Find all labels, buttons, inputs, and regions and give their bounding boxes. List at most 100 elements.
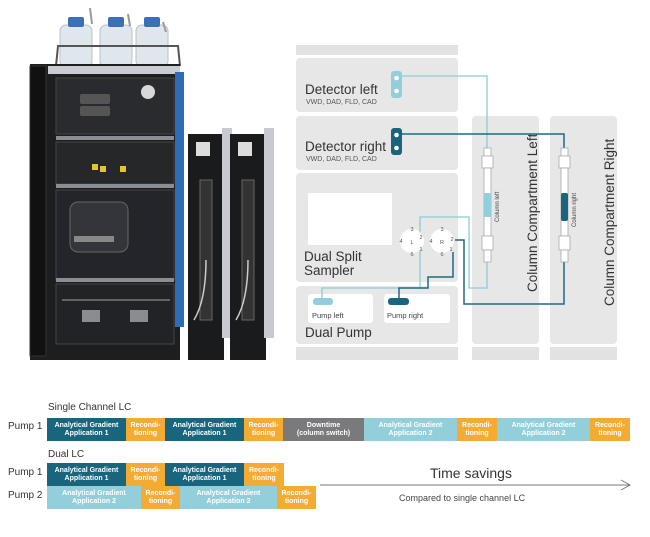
valve-left-port-2: 2 [419, 235, 422, 241]
segment-label-line: Recondi- [248, 421, 279, 429]
time-savings-arrow-icon [320, 479, 632, 491]
segment-label-line: Application 1 [182, 429, 227, 437]
detector-right-panel [296, 116, 458, 170]
segment-label-line: tioning [133, 429, 158, 437]
dual-pump1-label: Pump 1 [8, 467, 43, 478]
detector-right-subtitle: VWD, DAD, FLD, CAD [306, 156, 377, 163]
bottom-strip-ccr [550, 347, 617, 360]
valve-left-port-1: 1 [419, 247, 422, 253]
pump-right-label: Pump right [387, 311, 424, 320]
column-left-icon [481, 147, 494, 263]
segment-label-line: Analytical Gradient [54, 466, 119, 474]
pump-right-head-icon [388, 298, 409, 305]
single-pump1-segment-recon: Recondi-tioning [590, 418, 630, 441]
sampler-window [308, 193, 392, 245]
segment-label-line: Application 2 [388, 429, 433, 437]
segment-label: Recondi-tioning [249, 467, 279, 483]
solvent-bottles [55, 7, 181, 68]
segment-label: Recondi-tioning [462, 422, 492, 438]
single-channel-title: Single Channel LC [48, 402, 132, 413]
column-compartment-left-panel [472, 116, 539, 344]
valve-left-icon: 3 4 2 1 6 L [399, 227, 424, 258]
segment-label-line: Application 1 [64, 474, 109, 482]
column-right-icon [558, 147, 571, 263]
segment-label-line: Application 2 [206, 497, 251, 505]
segment-label-line: tioning [465, 429, 489, 437]
detector-left-subtitle: VWD, DAD, FLD, CAD [306, 99, 377, 106]
valve-right-port-4: 4 [429, 239, 432, 245]
vanquish-dual-lc-instrument-illustration [29, 7, 274, 360]
sampler-title-line1: Dual Split [304, 249, 362, 264]
segment-label-line: Analytical Gradient [511, 421, 576, 429]
segment-label-line: Application 2 [521, 429, 566, 437]
column-compartment-units [188, 128, 274, 360]
segment-label-line: Downtime [306, 421, 341, 429]
segment-label-line: Recondi- [130, 466, 161, 474]
detector-left-panel [296, 58, 458, 112]
segment-label: Recondi-tioning [131, 467, 161, 483]
segment-label-line: Recondi- [281, 489, 312, 497]
single-pump1-label: Pump 1 [8, 421, 43, 432]
dual-pump1-segment-recon: Recondi-tioning [126, 463, 165, 486]
top-strip [296, 45, 458, 55]
pump-left-head-icon [313, 298, 333, 305]
valve-left-port-3: 3 [410, 227, 413, 233]
segment-label-line: Recondi- [462, 421, 492, 429]
segment-label-line: tioning [251, 429, 276, 437]
valve-left-port-4: 4 [399, 239, 402, 245]
segment-label-line: Recondi- [595, 421, 625, 429]
segment-label: Recondi-tioning [146, 490, 176, 506]
segment-label-line: Analytical Gradient [54, 421, 119, 429]
flow-path-diagram: 3 4 2 1 6 L 3 4 2 1 6 R Column left Colu… [313, 71, 578, 305]
segment-label: Recondi-tioning [131, 422, 161, 438]
detector-left-flowcell-icon [391, 71, 402, 98]
dual-pump2-label: Pump 2 [8, 490, 43, 501]
valve-left-port-6: 6 [410, 252, 413, 258]
left-flow-path [321, 75, 488, 298]
single-pump1-segment-recon: Recondi-tioning [126, 418, 165, 441]
detector-left-title: Detector left [305, 82, 378, 97]
bottom-strip-left [296, 347, 458, 360]
sampler-title: Dual Split Sampler [304, 250, 362, 278]
segment-label-line: Application 2 [72, 497, 116, 505]
segment-label-line: Application 1 [64, 429, 109, 437]
single-pump1-segment-recon: Recondi-tioning [457, 418, 497, 441]
segment-label-line: Recondi- [130, 421, 161, 429]
single-pump1-segment-recon: Recondi-tioning [244, 418, 283, 441]
segment-label-line: Recondi- [145, 489, 176, 497]
segment-label: Downtime(column switch) [297, 422, 350, 438]
bottom-strip-ccl [472, 347, 539, 360]
segment-label-line: Recondi- [249, 466, 279, 474]
valve-right-port-1: 1 [449, 247, 452, 253]
dual-pump2-segment-recon: Recondi-tioning [277, 486, 316, 509]
segment-label-line: Analytical Gradient [62, 489, 126, 497]
segment-label-line: Application 1 [182, 474, 227, 482]
segment-label-line: tioning [133, 474, 158, 482]
segment-label-line: (column switch) [296, 429, 351, 437]
dual-pump1-segment-recon: Recondi-tioning [244, 463, 284, 486]
valve-right-port-2: 2 [450, 237, 453, 243]
segment-label-line: Analytical Gradient [172, 421, 237, 429]
dual-pump2-segment-recon: Recondi-tioning [141, 486, 180, 509]
segment-label-line: tioning [148, 497, 173, 505]
right-flow-path [398, 133, 565, 305]
pump-left-label: Pump left [312, 311, 344, 320]
detector-right-title: Detector right [305, 139, 387, 154]
segment-label: Recondi-tioning [249, 422, 279, 438]
column-right-label: Column right [572, 193, 578, 227]
dual-lc-title: Dual LC [48, 449, 85, 460]
valve-right-port-3: 3 [440, 227, 443, 233]
segment-label: Recondi-tioning [595, 422, 625, 438]
segment-label-line: tioning [252, 474, 276, 482]
